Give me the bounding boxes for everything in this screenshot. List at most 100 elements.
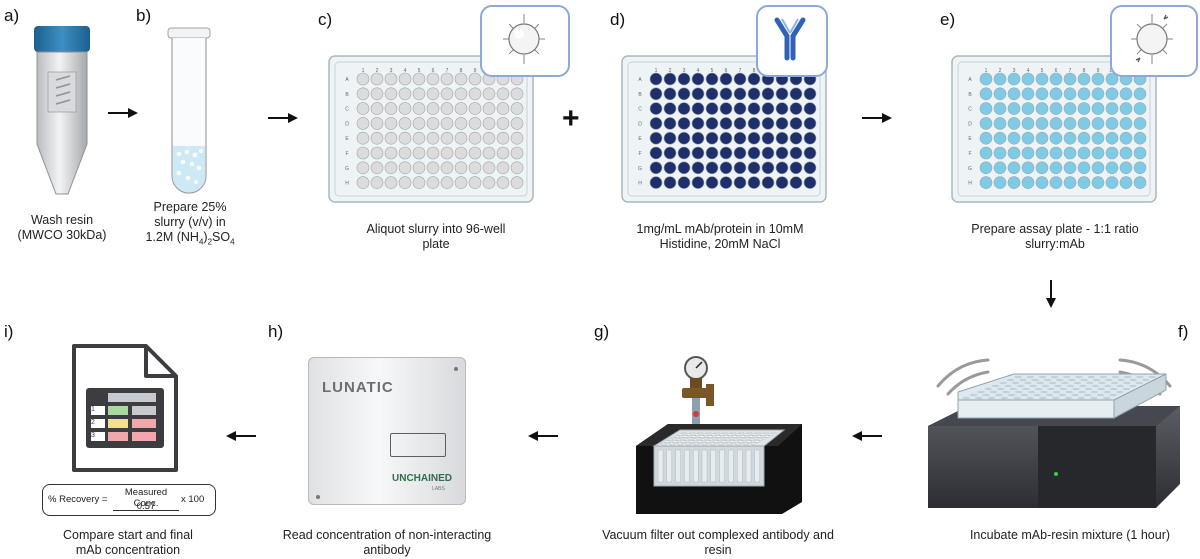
- plate-col-label: 9: [474, 68, 477, 74]
- plate-well: [510, 102, 524, 115]
- shaker-well: [1014, 390, 1023, 394]
- resin-antibody-bead-icon: [1131, 14, 1173, 64]
- vacuum-plate-well: [759, 433, 766, 436]
- plate-well: [398, 176, 412, 189]
- plate-well: [468, 72, 482, 86]
- formula-denominator: 0.57: [136, 501, 156, 512]
- vacuum-plate-well: [706, 443, 712, 446]
- plate-well: [979, 72, 993, 86]
- plate-row-label: C: [345, 107, 349, 113]
- plate-well: [496, 131, 510, 145]
- test-tube-icon: [167, 27, 211, 194]
- plate-row-label: B: [345, 92, 349, 98]
- vacuum-plate-well: [757, 438, 764, 441]
- plate-well: [691, 102, 705, 115]
- step-label-f: f): [1178, 322, 1189, 341]
- plate-well: [398, 102, 412, 115]
- plate-well: [1119, 146, 1133, 160]
- shaker-well: [1068, 378, 1076, 382]
- plate-well: [1091, 176, 1105, 189]
- plate-row-label: D: [968, 121, 972, 127]
- plate-well: [510, 117, 524, 130]
- shaker-well: [1048, 381, 1057, 385]
- report-row-num-2: 2: [91, 419, 95, 426]
- plate-well: [384, 72, 398, 86]
- plate-well: [1077, 102, 1091, 115]
- plate-well: [691, 161, 705, 175]
- shaker-well: [1043, 378, 1052, 382]
- plate-well: [1021, 131, 1035, 145]
- shaker-well: [1098, 381, 1106, 385]
- vacuum-plate-well: [750, 442, 757, 445]
- plate-well: [1077, 176, 1091, 189]
- vacuum-plate-well: [698, 435, 705, 438]
- plate-col-label: 2: [999, 68, 1002, 74]
- vacuum-plate-well: [688, 440, 695, 443]
- plate-row-label: E: [345, 136, 349, 142]
- shaker-well: [1141, 378, 1150, 382]
- plate-well: [789, 161, 803, 175]
- plate-well: [649, 102, 663, 115]
- vacuum-plate-well: [721, 440, 728, 443]
- shaker-well: [1000, 396, 1009, 400]
- plate-row-label: F: [968, 151, 971, 157]
- plate-well: [1035, 146, 1049, 160]
- plate-well: [1105, 131, 1119, 145]
- shaker-well: [1103, 390, 1111, 394]
- plate-well: [454, 146, 468, 160]
- shaker-well: [1007, 393, 1016, 397]
- plate-well: [1049, 131, 1063, 145]
- plate-well: [454, 131, 468, 145]
- plate-well: [398, 161, 412, 175]
- vacuum-plate-well: [693, 442, 700, 445]
- shaker-well: [1124, 375, 1132, 379]
- plate-well: [1077, 117, 1091, 130]
- plate-col-label: 6: [1055, 68, 1058, 74]
- plate-well: [1119, 176, 1133, 189]
- plate-well: [1133, 176, 1147, 189]
- plate-well: [1007, 176, 1021, 189]
- plate-well: [775, 102, 789, 115]
- plate-row-label: H: [638, 181, 642, 187]
- vacuum-plate-well: [755, 431, 761, 435]
- shaker-well: [977, 390, 985, 394]
- vacuum-plate-well: [718, 442, 724, 445]
- vacuum-plate-well: [738, 431, 745, 435]
- plate-well: [1105, 117, 1119, 130]
- shaker-well: [982, 393, 990, 397]
- plate-well: [1007, 161, 1021, 175]
- plate-well: [789, 87, 803, 101]
- vacuum-plate-well: [700, 438, 706, 441]
- plate-well: [803, 131, 817, 145]
- plate-well: [993, 131, 1007, 145]
- plate-col-label: 5: [711, 68, 714, 74]
- vacuum-plate-well: [741, 438, 747, 441]
- step-label-d: d): [610, 10, 626, 29]
- plate-well: [1021, 87, 1035, 101]
- plate-well: [1091, 117, 1105, 130]
- plate-well: [468, 117, 482, 130]
- shaker-well: [1115, 390, 1124, 394]
- plate-row-label: G: [968, 166, 972, 172]
- conical-tube-icon: [34, 26, 90, 195]
- vacuum-plate-well: [674, 435, 680, 438]
- step-caption-e: Prepare assay plate - 1:1 ratio slurry:m…: [971, 222, 1139, 251]
- plate-well: [482, 146, 496, 160]
- vacuum-plate-well: [752, 436, 759, 440]
- plate-well: [979, 102, 993, 115]
- plate-well: [1049, 117, 1063, 130]
- vacuum-plate-well: [761, 436, 767, 440]
- plate-well: [1063, 131, 1077, 145]
- shaker-well: [1045, 393, 1054, 397]
- vacuum-plate-well: [726, 442, 732, 445]
- vacuum-plate-column: [719, 449, 725, 483]
- step-label-b: b): [136, 6, 152, 25]
- plate-well: [356, 72, 370, 86]
- plate-col-label: 5: [418, 68, 421, 74]
- shaker-well: [1014, 375, 1022, 379]
- plate-well: [356, 176, 370, 189]
- plate-well: [993, 161, 1007, 175]
- plate-well: [747, 176, 761, 189]
- shaker-well: [1109, 393, 1118, 397]
- plate-well: [384, 176, 398, 189]
